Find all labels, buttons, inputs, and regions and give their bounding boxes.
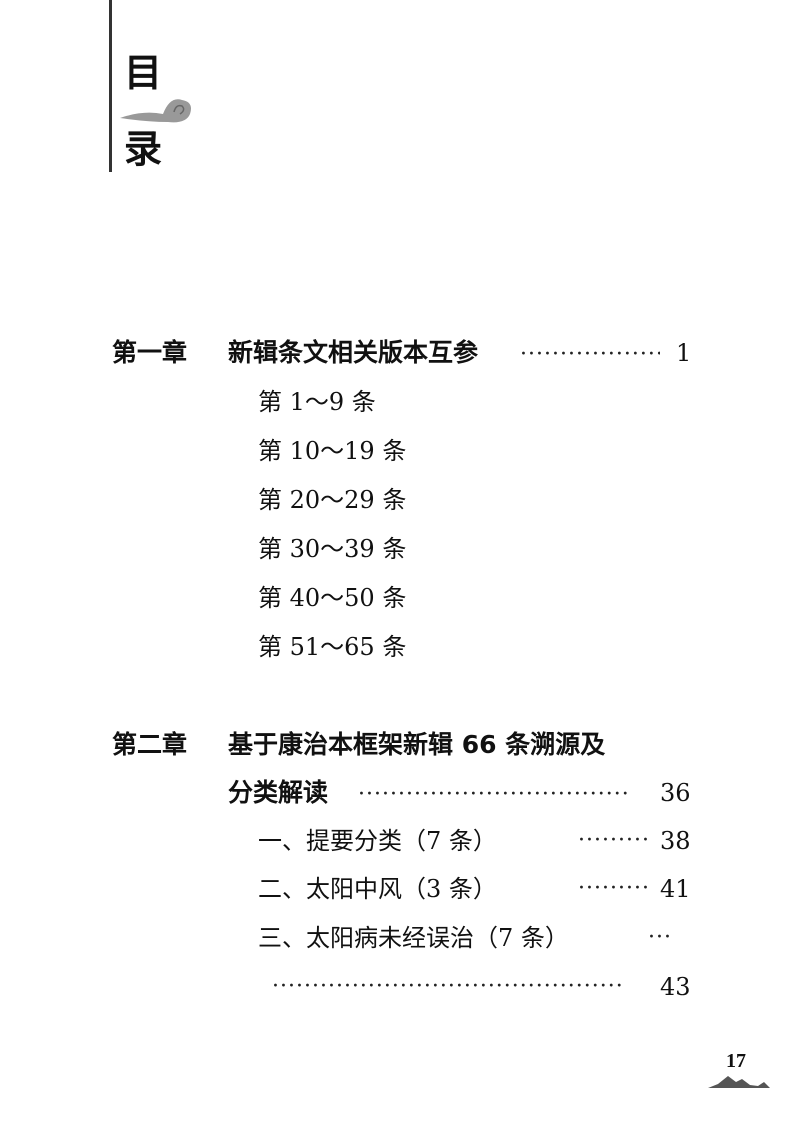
toc-title-char-1: 目 xyxy=(124,50,163,95)
leader-dots: ········································… xyxy=(272,974,624,999)
leader-dots: ··· xyxy=(648,925,672,950)
leader-dots: ········· xyxy=(578,828,648,853)
toc-item[interactable]: 一、提要分类（7 条） xyxy=(258,827,497,855)
cloud-ornament-icon xyxy=(120,99,191,123)
leader-dots: ········· xyxy=(578,876,648,901)
margin-rule xyxy=(109,0,112,172)
toc-item[interactable]: 第 10～19 条 xyxy=(258,437,407,465)
toc-title-char-2: 录 xyxy=(124,126,163,171)
chapter-2-title-line1[interactable]: 基于康治本框架新辑 66 条溯源及 xyxy=(228,730,606,759)
toc-item[interactable]: 二、太阳中风（3 条） xyxy=(258,875,497,903)
toc-item[interactable]: 第 40～50 条 xyxy=(258,584,407,612)
toc-item[interactable]: 第 20～29 条 xyxy=(258,486,407,514)
chapter-1-title[interactable]: 新辑条文相关版本互参 xyxy=(228,338,479,367)
toc-item[interactable]: 第 51～65 条 xyxy=(258,633,407,661)
toc-item[interactable]: 三、太阳病未经误治（7 条） xyxy=(258,924,569,952)
chapter-2-label: 第二章 xyxy=(112,730,188,759)
chapter-2-title-line2[interactable]: 分类解读 xyxy=(228,778,329,807)
chapter-1-label: 第一章 xyxy=(112,338,188,367)
page-number: 17 xyxy=(726,1050,746,1072)
chapter-2-page: 36 xyxy=(660,779,691,807)
mountain-ornament-icon xyxy=(708,1076,770,1088)
toc-item[interactable]: 第 1～9 条 xyxy=(258,388,376,416)
toc-item[interactable]: 第 30～39 条 xyxy=(258,535,407,563)
leader-dots: ·································· xyxy=(358,782,630,807)
toc-item-page: 38 xyxy=(660,827,691,855)
leader-dots: ·················· xyxy=(520,342,660,367)
toc-item-page: 41 xyxy=(660,875,691,903)
toc-item-page: 43 xyxy=(660,973,691,1001)
chapter-1-page: 1 xyxy=(676,339,692,367)
